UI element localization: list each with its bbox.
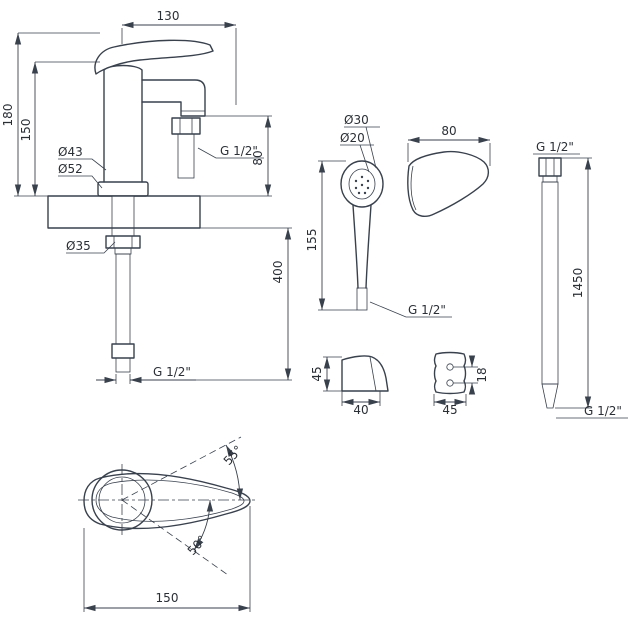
hose-thread-top-label: G 1/2": [536, 140, 574, 154]
faucet-length-dim: 130: [157, 9, 180, 23]
outlet-thread: [177, 133, 195, 179]
swing-arc-upper: [225, 444, 244, 501]
leader-line: [58, 175, 103, 189]
swing-line-lower: [121, 499, 229, 576]
faucet-height-total-dim: 180: [1, 104, 15, 127]
supply-hose: [115, 253, 131, 345]
outlet-nut: [171, 117, 201, 135]
swing-arc-lower: [193, 499, 214, 551]
spout-thread-label: G 1/2": [220, 144, 258, 158]
plate-screw-hole: [446, 363, 454, 371]
faucet-base-flange: [97, 181, 149, 197]
head-length-dim: 80: [441, 124, 456, 138]
shower-hose-view: G 1/2" 1450 G 1/2": [533, 140, 628, 419]
supply-thread-label: G 1/2": [153, 365, 191, 379]
hose-collar: [114, 247, 132, 255]
body-diameter-label: Ø43: [58, 145, 83, 159]
head-inner-dia-label: Ø20: [340, 131, 365, 145]
faucet-lever-outline: [94, 39, 214, 75]
faucet-height-body-dim: 150: [19, 119, 33, 142]
top-view-length-dim: 150: [156, 591, 179, 605]
hose-top-nut: [538, 157, 562, 177]
base-diameter-label: Ø52: [58, 162, 83, 176]
shank-diameter-label: Ø35: [66, 239, 91, 253]
shower-face-arc: [410, 165, 417, 211]
supply-hose-nut: [111, 343, 135, 359]
shower-thread: [356, 287, 368, 311]
lever-top-outline: [83, 472, 251, 530]
leader-line: [340, 144, 374, 173]
wall-plate-outline: [433, 351, 467, 395]
shower-height-dim: 155: [305, 229, 319, 252]
leader-line: [197, 147, 264, 159]
holder-height-dim: 45: [310, 366, 324, 381]
shower-head-outer: [340, 160, 384, 208]
supply-hose-length-dim: 400: [271, 261, 285, 284]
upper-swing-angle: 55°: [221, 443, 246, 468]
holder-width-dim: 40: [353, 403, 368, 417]
swing-line-upper: [121, 436, 242, 501]
leader-line: [66, 241, 116, 254]
body-circle-inner: [98, 476, 146, 524]
plate-width-dim: 45: [442, 403, 457, 417]
plate-hole-spacing-dim: 18: [475, 367, 489, 382]
hose-collar: [542, 175, 558, 183]
spray-nozzle-dots: [354, 175, 370, 195]
lower-swing-angle: 50°: [185, 533, 210, 558]
wall-plate-back-view: 45 18: [433, 351, 489, 417]
countertop-hole: [112, 196, 134, 228]
supply-hose-thread: [115, 357, 131, 373]
holder-cone-outline: [341, 355, 389, 392]
faucet-spout-outline: [141, 79, 206, 117]
hose-end-cone: [541, 383, 559, 409]
faucet-body-outline: [103, 64, 143, 183]
shower-thread-label: G 1/2": [408, 303, 446, 317]
faucet-shank: [111, 196, 135, 236]
hose-thread-bottom-label: G 1/2": [584, 404, 622, 418]
shower-head-side-outline: [407, 150, 490, 218]
countertop-outline: [47, 195, 201, 229]
leader-line: [344, 126, 380, 169]
hand-shower-front-view: Ø30 Ø20 155 G 1/2": [305, 113, 452, 318]
plate-screw-hole: [446, 379, 454, 387]
holder-inner-line: [369, 356, 377, 392]
hand-shower-side-view: 80: [407, 124, 491, 218]
faucet-top-view: 55° 50° 150: [78, 436, 258, 612]
body-circle-outer: [91, 469, 153, 531]
leader-line: [58, 158, 107, 171]
lever-top-inner-line: [95, 479, 245, 522]
head-outer-dia-label: Ø30: [344, 113, 369, 127]
spout-height-dim: 80: [251, 150, 265, 165]
hose-length-dim: 1450: [571, 268, 585, 299]
leader-line: [369, 301, 452, 318]
shower-handle-outline: [352, 204, 372, 289]
shower-head-inner: [348, 168, 376, 200]
wall-holder-side-view: 45 40: [310, 355, 389, 417]
faucet-front-view: 130 180 150 Ø43 Ø52 G 1/2" 80 Ø35 400: [1, 9, 292, 384]
hose-braided-body: [541, 181, 559, 385]
